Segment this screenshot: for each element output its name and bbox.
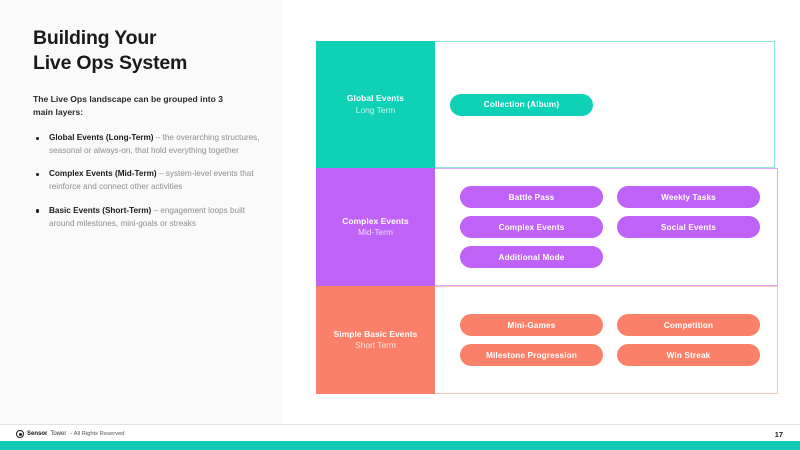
diagram-row-simple-basic-events: Simple Basic Events Short Term Mini-Game… <box>316 286 778 394</box>
bullet-list: Global Events (Long-Term) – the overarch… <box>33 132 273 230</box>
diagram-row-global-events: Global Events Long Term Collection (Albu… <box>316 41 775 168</box>
page-title-line-1: Building Your <box>33 27 157 49</box>
bullet-lead: Complex Events (Mid-Term) <box>49 169 157 179</box>
pill-collection-album[interactable]: Collection (Album) <box>450 93 593 116</box>
sensor-tower-logo-icon <box>16 430 24 438</box>
row-label-term: Short Term <box>355 340 396 350</box>
row-label-global-events: Global Events Long Term <box>316 41 435 168</box>
bottom-accent-bar <box>0 441 800 450</box>
pill-complex-events[interactable]: Complex Events <box>460 216 603 238</box>
row-label-complex-events: Complex Events Mid-Term <box>316 168 435 286</box>
row-body-global-events: Collection (Album) <box>435 41 775 168</box>
diagram-row-complex-events: Complex Events Mid-Term Battle Pass Week… <box>316 168 778 286</box>
bullet-text: – the overarching structures, seasonal o… <box>49 133 260 155</box>
bullet-dot-icon <box>36 209 40 213</box>
pill-battle-pass[interactable]: Battle Pass <box>460 186 603 208</box>
left-content-column: Building Your Live Ops System The Live O… <box>33 26 273 230</box>
row-body-simple-basic-events: Mini-Games Competition Milestone Progres… <box>435 286 778 394</box>
bullet-dot-icon <box>36 136 40 140</box>
bullet-lead: Basic Events (Short-Term) <box>49 205 152 215</box>
copyright-text: - All Rights Reserved <box>70 431 125 437</box>
list-item: Basic Events (Short-Term) – engagement l… <box>33 205 263 230</box>
live-ops-layers-diagram: Global Events Long Term Collection (Albu… <box>316 41 778 394</box>
list-item: Global Events (Long-Term) – the overarch… <box>33 132 263 157</box>
pill-competition[interactable]: Competition <box>617 314 760 336</box>
row-label-simple-basic-events: Simple Basic Events Short Term <box>316 286 435 394</box>
pill-milestone-progression[interactable]: Milestone Progression <box>460 344 603 366</box>
page-title: Building Your Live Ops System <box>33 26 273 76</box>
page-title-line-2: Live Ops System <box>33 51 188 74</box>
pill-mini-games[interactable]: Mini-Games <box>460 314 603 336</box>
bullet-text: – engagement loops built around mileston… <box>49 205 245 228</box>
row-label-name: Global Events <box>346 93 405 104</box>
bullet-dot-icon <box>36 172 40 177</box>
logo-wordmark-secondary: Tower <box>50 431 67 437</box>
list-item: Complex Events (Mid-Term) – system-level… <box>33 168 263 193</box>
row-label-name: Complex Events <box>342 215 409 226</box>
pill-grid-complex-events: Battle Pass Weekly Tasks Complex Events … <box>445 182 767 272</box>
left-column-background <box>0 0 283 424</box>
logo-wordmark-primary: Sensor <box>27 431 48 437</box>
pill-win-streak[interactable]: Win Streak <box>617 344 760 366</box>
row-label-term: Mid-Term <box>358 227 393 237</box>
page-number: 17 <box>774 430 783 439</box>
pill-additional-mode[interactable]: Additional Mode <box>460 246 603 268</box>
intro-paragraph: The Live Ops landscape can be grouped in… <box>33 93 224 117</box>
bullet-text: – system-level events that reinforce and… <box>49 169 254 192</box>
bullet-lead: Global Events (Long-Term) <box>49 133 154 143</box>
row-label-name: Simple Basic Events <box>333 328 418 339</box>
row-body-complex-events: Battle Pass Weekly Tasks Complex Events … <box>435 168 778 286</box>
pill-social-events[interactable]: Social Events <box>617 216 760 238</box>
footer-divider <box>0 424 800 425</box>
pill-weekly-tasks[interactable]: Weekly Tasks <box>617 186 760 208</box>
row-label-term: Long Term <box>355 104 396 115</box>
pill-grid-simple-basic-events: Mini-Games Competition Milestone Progres… <box>445 310 767 370</box>
